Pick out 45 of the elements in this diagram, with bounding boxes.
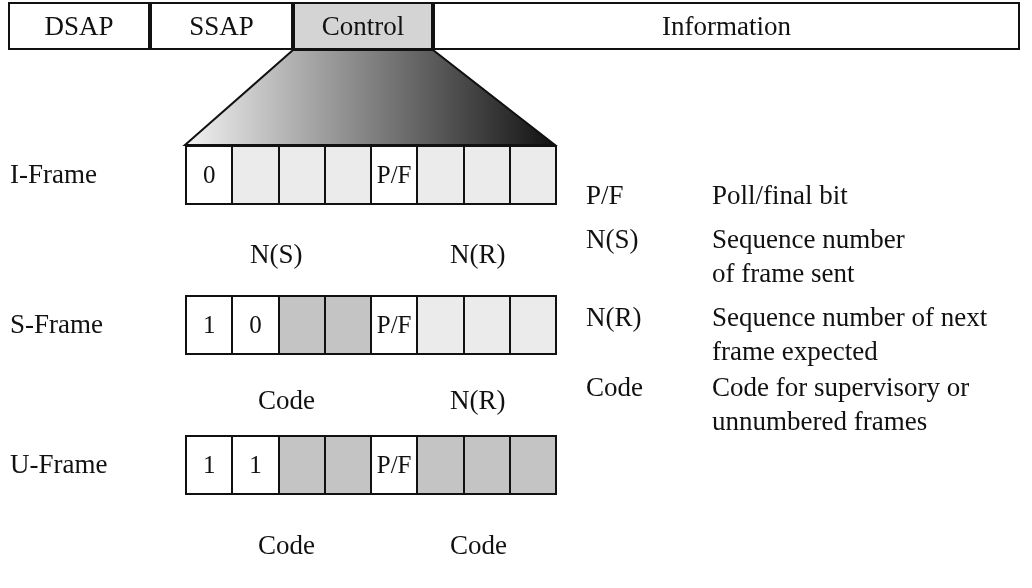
field-name: N(S) — [250, 238, 303, 271]
definition: Poll/final bit — [712, 179, 849, 212]
bit-cell: 0 — [185, 145, 234, 205]
bit-cell — [277, 435, 326, 495]
field-name: Code — [258, 384, 315, 417]
bit-cell — [416, 435, 465, 495]
field-name: Code — [258, 529, 315, 562]
field-name: N(R) — [450, 384, 506, 417]
bit-cell — [508, 145, 557, 205]
header-field: SSAP — [150, 2, 293, 50]
bit-cell — [462, 145, 511, 205]
bit-cell — [323, 145, 372, 205]
field-name: Code — [450, 529, 507, 562]
header-field: Control — [293, 2, 433, 50]
definition: Sequence number of frame sent — [712, 223, 906, 290]
field-name: N(R) — [450, 238, 506, 271]
frame-name: S-Frame — [10, 308, 103, 341]
bit-cell — [277, 295, 326, 355]
bit-cell — [231, 145, 280, 205]
term: N(S) — [586, 223, 639, 256]
bit-cell — [416, 145, 465, 205]
term: P/F — [586, 179, 624, 212]
bit-cell — [323, 295, 372, 355]
bit-cell — [462, 295, 511, 355]
bit-cell — [277, 145, 326, 205]
bit-cell: 1 — [185, 295, 234, 355]
term: Code — [586, 371, 643, 404]
frame-name: I-Frame — [10, 158, 97, 191]
bit-cell — [508, 435, 557, 495]
bit-cell — [462, 435, 511, 495]
definition: Code for supervisory or unnumbered frames — [712, 371, 971, 438]
term: N(R) — [586, 301, 642, 334]
header-field: Information — [433, 2, 1020, 50]
bit-cell: 1 — [185, 435, 234, 495]
header-field: DSAP — [8, 2, 150, 50]
bit-cell: 1 — [231, 435, 280, 495]
bit-cell: P/F — [370, 295, 419, 355]
frame-name: U-Frame — [10, 448, 108, 481]
bit-cell — [508, 295, 557, 355]
bit-cell: P/F — [370, 145, 419, 205]
bit-cell — [416, 295, 465, 355]
bit-cell — [323, 435, 372, 495]
bit-cell: 0 — [231, 295, 280, 355]
definition: Sequence number of next frame expected — [712, 301, 989, 368]
bit-cell: P/F — [370, 435, 419, 495]
